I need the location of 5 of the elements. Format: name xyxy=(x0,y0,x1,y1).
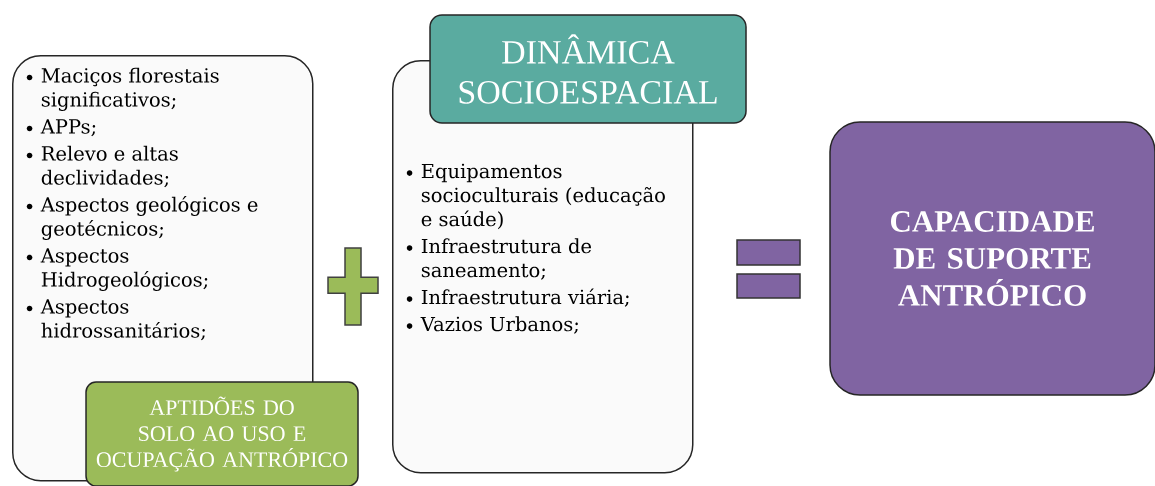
equals-sign xyxy=(736,239,801,299)
title-box: APTIDÕES DO SOLO AO USO E OCUPAÇÃO ANTRÓPICO xyxy=(85,381,359,486)
title-box: DINÂMICA SOCIOESPACIAL xyxy=(429,14,747,124)
plus-sign xyxy=(327,247,379,326)
result-box: CAPACIDADE DE SUPORTE ANTRÓPICO xyxy=(829,121,1155,396)
